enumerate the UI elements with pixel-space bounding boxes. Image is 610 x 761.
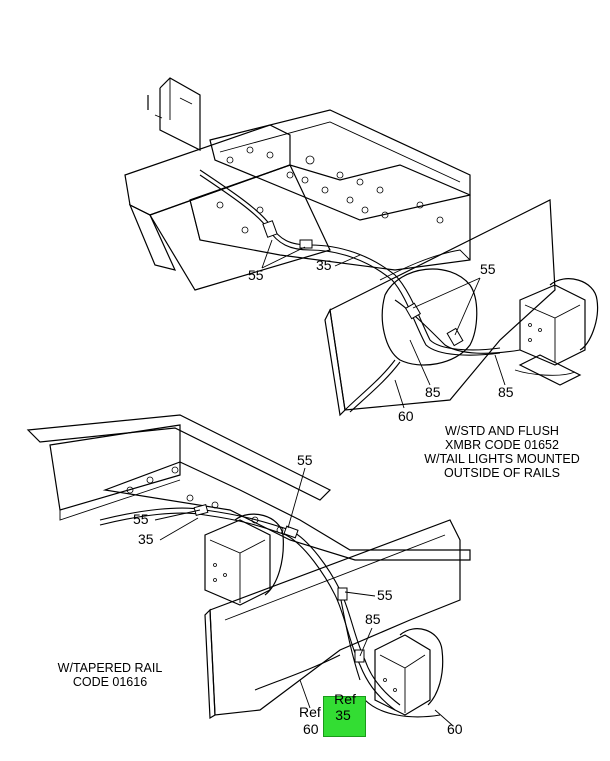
- callout-bottom-55-top: 55: [297, 452, 313, 468]
- callout-bottom-ref-left: Ref: [299, 704, 321, 720]
- highlight-ref-35-box[interactable]: [323, 696, 366, 737]
- note-top-right-line-1: W/STD AND FLUSH: [445, 424, 559, 438]
- callout-top-35: 35: [316, 257, 332, 273]
- callout-top-55-right: 55: [480, 261, 496, 277]
- highlight-ref-number: 35: [335, 707, 351, 723]
- note-bottom-left: W/TAPERED RAIL CODE 01616: [45, 661, 175, 689]
- note-bottom-left-line-2: CODE 01616: [72, 675, 148, 689]
- callout-bottom-85: 85: [365, 611, 381, 627]
- leader-lines: [154, 239, 506, 726]
- highlight-ref-label: Ref: [334, 691, 356, 707]
- note-bottom-left-line-1: W/TAPERED RAIL: [57, 661, 163, 675]
- callout-top-55-left: 55: [248, 267, 264, 283]
- callout-bottom-60-left: 60: [303, 721, 319, 737]
- callout-top-85-b: 85: [498, 384, 514, 400]
- bottom-frame-assembly: [26, 414, 471, 720]
- callout-top-60: 60: [398, 408, 414, 424]
- note-top-right: W/STD AND FLUSH XMBR CODE 01652 W/TAIL L…: [413, 424, 591, 480]
- note-top-right-line-4: OUTSIDE OF RAILS: [444, 466, 560, 480]
- callout-bottom-55-left: 55: [133, 511, 149, 527]
- top-frame-assembly: [124, 77, 599, 417]
- note-top-right-line-2: XMBR CODE 01652: [445, 438, 559, 452]
- callout-bottom-35: 35: [138, 531, 154, 547]
- note-top-right-line-3: W/TAIL LIGHTS MOUNTED: [424, 452, 580, 466]
- callout-bottom-55-mid: 55: [377, 587, 393, 603]
- callout-bottom-60-right: 60: [447, 721, 463, 737]
- callout-top-85-a: 85: [425, 384, 441, 400]
